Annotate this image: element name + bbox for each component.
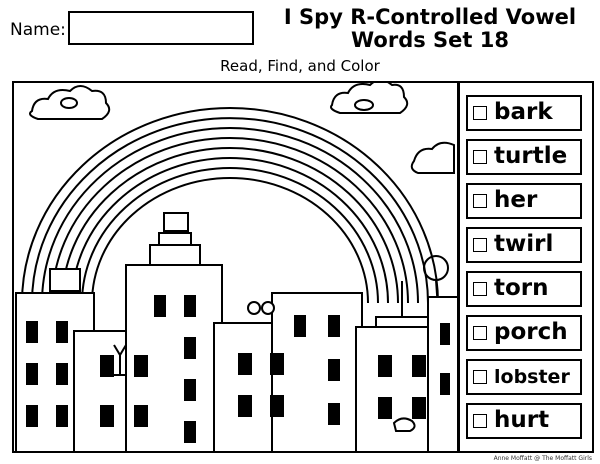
checkbox[interactable] [473,326,487,340]
word-label: hurt [494,407,550,433]
page-title: I Spy R-Controlled Vowel Words Set 18 [262,6,598,52]
checkbox[interactable] [473,150,487,164]
scene-illustration [15,83,457,451]
checkbox[interactable] [473,282,487,296]
building-3-cap [158,232,192,246]
check-item-twirl[interactable]: twirl [466,227,582,263]
name-field[interactable] [68,11,254,45]
credit-text: Anne Moffatt @ The Moffatt Girls [493,455,592,462]
title-line-2: Words Set 18 [351,28,509,52]
building-6-top [375,316,429,328]
check-item-torn[interactable]: torn [466,271,582,307]
title-line-1: I Spy R-Controlled Vowel [283,5,577,29]
windows [26,295,450,443]
word-label: porch [494,319,568,345]
building-3-top [149,244,201,266]
hand-icon [392,417,416,432]
lobster-icon [113,344,127,376]
cloud-right [330,83,409,114]
check-item-turtle[interactable]: turtle [466,139,582,175]
tv-icon [163,212,189,232]
house-icon [49,268,81,292]
cloud-left [29,85,111,120]
rainbow [21,107,439,304]
kids-icon [247,301,275,315]
check-item-hurt[interactable]: hurt [466,403,582,439]
word-checklist: bark turtle her twirl torn porch lobster… [458,81,594,453]
check-item-lobster[interactable]: lobster [466,359,582,395]
name-label: Name: [10,20,66,40]
checkbox[interactable] [473,370,487,384]
building-5 [271,292,363,451]
turtle-icon [60,97,78,109]
check-item-her[interactable]: her [466,183,582,219]
word-label: twirl [494,231,554,257]
word-label: her [494,187,538,213]
word-label: lobster [494,366,570,388]
checkbox[interactable] [473,238,487,252]
checkbox[interactable] [473,106,487,120]
checkbox[interactable] [473,414,487,428]
cloud-far-right [410,141,455,174]
word-label: bark [494,99,553,125]
checkbox[interactable] [473,194,487,208]
dog-icon [354,99,374,111]
word-label: torn [494,275,549,301]
coloring-scene [12,81,459,453]
word-label: turtle [494,143,568,169]
check-item-bark[interactable]: bark [466,95,582,131]
page-subtitle: Read, Find, and Color [220,57,380,75]
check-item-porch[interactable]: porch [466,315,582,351]
